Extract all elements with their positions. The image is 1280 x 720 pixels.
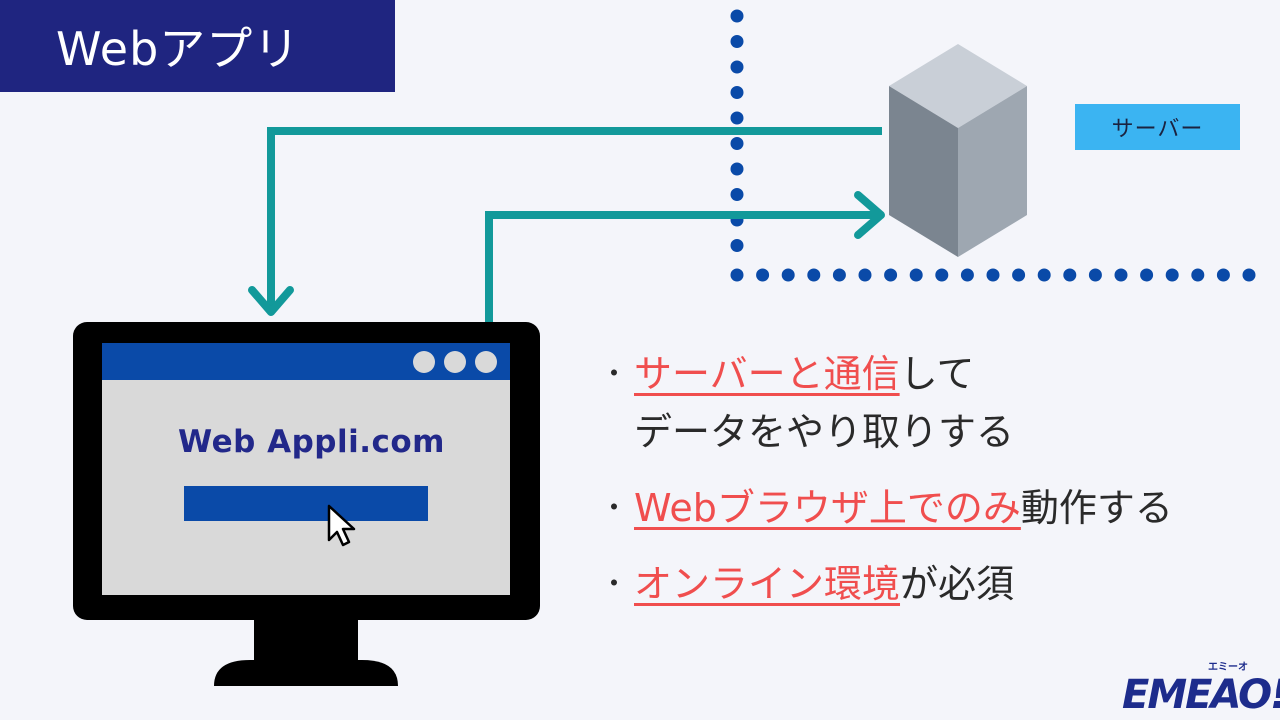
feature-highlight: オンライン環境 — [634, 562, 901, 606]
feature-item: ・ Webブラウザ上でのみ動作する — [600, 479, 1270, 537]
page-title: Webアプリ — [0, 0, 395, 92]
feature-item: ・ サーバーと通信して データをやり取りする — [600, 345, 1270, 461]
arrow-server-to-client — [248, 127, 882, 316]
bullet-dot-icon: ・ — [600, 357, 629, 390]
feature-text: が必須 — [900, 562, 1015, 606]
feature-list: ・ サーバーと通信して データをやり取りする ・ Webブラウザ上でのみ動作する… — [600, 345, 1270, 631]
feature-text-line2: データをやり取りする — [634, 410, 1015, 454]
feature-highlight: サーバーと通信 — [634, 352, 900, 396]
server-label: サーバー — [1075, 104, 1240, 150]
mouse-cursor-icon — [327, 504, 356, 547]
bullet-dot-icon: ・ — [600, 567, 629, 600]
feature-text: して — [899, 352, 975, 396]
monitor-neck — [254, 620, 358, 660]
brand-reading: エミーオ — [1208, 662, 1248, 673]
browser-site-text: Web Appli.com — [178, 424, 445, 460]
window-dot-icon — [475, 351, 497, 373]
browser-title-bar — [102, 343, 510, 380]
monitor-base — [214, 660, 398, 686]
computer-monitor — [73, 322, 540, 686]
arrow-client-to-server — [485, 191, 885, 322]
browser-search-bar — [184, 486, 428, 521]
brand-name: EMEAO! — [1122, 672, 1280, 718]
brand-logo: エミーオ EMEAO! — [1122, 660, 1280, 718]
feature-highlight: Webブラウザ上でのみ — [634, 486, 1021, 530]
window-dot-icon — [444, 351, 466, 373]
window-dot-icon — [413, 351, 435, 373]
feature-text: 動作する — [1020, 486, 1173, 530]
feature-item: ・ オンライン環境が必須 — [600, 555, 1270, 613]
bullet-dot-icon: ・ — [600, 491, 629, 524]
server-icon — [889, 44, 1027, 257]
